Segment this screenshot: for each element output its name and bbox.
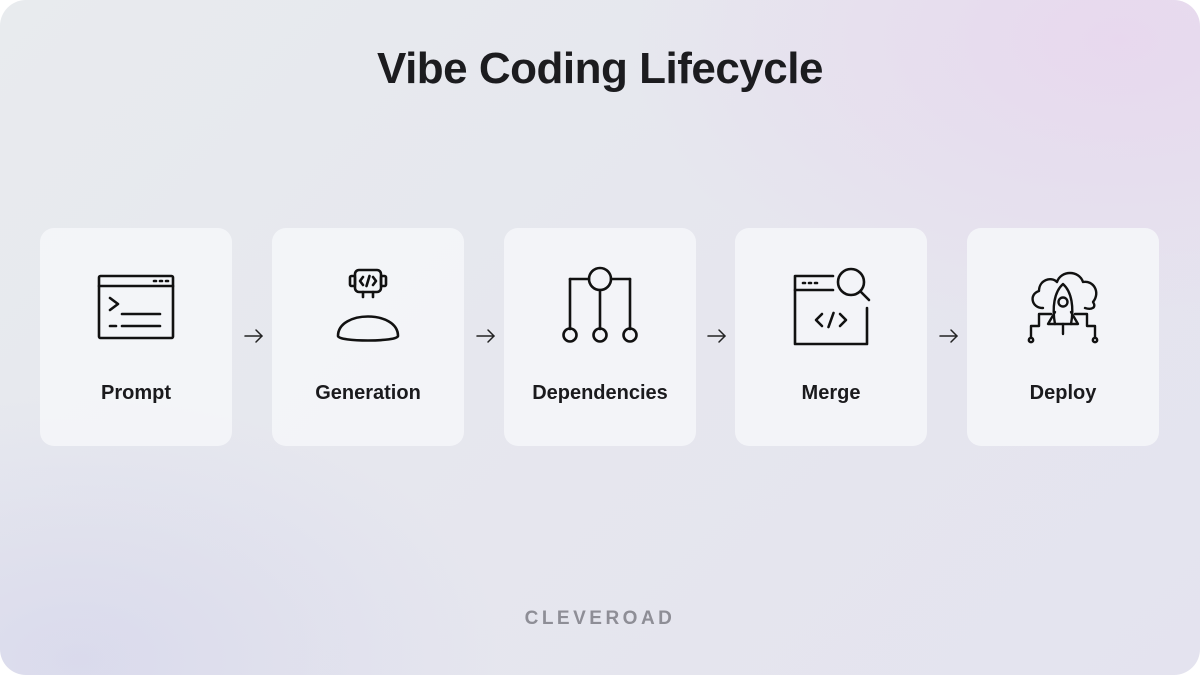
step-label: Dependencies xyxy=(532,382,668,404)
step-card-dependencies: Dependencies xyxy=(504,228,696,446)
lifecycle-steps: Prompt xyxy=(40,228,1160,446)
arrow-right-icon xyxy=(243,326,265,346)
step-card-merge: Merge xyxy=(735,228,927,446)
step-label: Deploy xyxy=(1029,382,1097,404)
ai-robot-code-icon xyxy=(326,264,410,348)
step-card-deploy: Deploy xyxy=(967,228,1159,446)
arrow-right-icon xyxy=(938,326,960,346)
step-label: Merge xyxy=(801,382,861,404)
terminal-window-icon xyxy=(94,264,178,348)
step-label: Prompt xyxy=(101,382,171,404)
arrow-right-icon xyxy=(706,326,728,346)
step-label: Generation xyxy=(315,382,421,404)
step-card-generation: Generation xyxy=(272,228,464,446)
dependency-tree-icon xyxy=(558,264,642,348)
step-card-prompt: Prompt xyxy=(40,228,232,446)
arrow-right-icon xyxy=(475,326,497,346)
code-window-search-icon xyxy=(789,264,873,348)
diagram-title: Vibe Coding Lifecycle xyxy=(377,44,823,93)
cloud-rocket-icon xyxy=(1021,264,1105,348)
brand-logo-text: CLEVEROAD xyxy=(524,608,676,629)
